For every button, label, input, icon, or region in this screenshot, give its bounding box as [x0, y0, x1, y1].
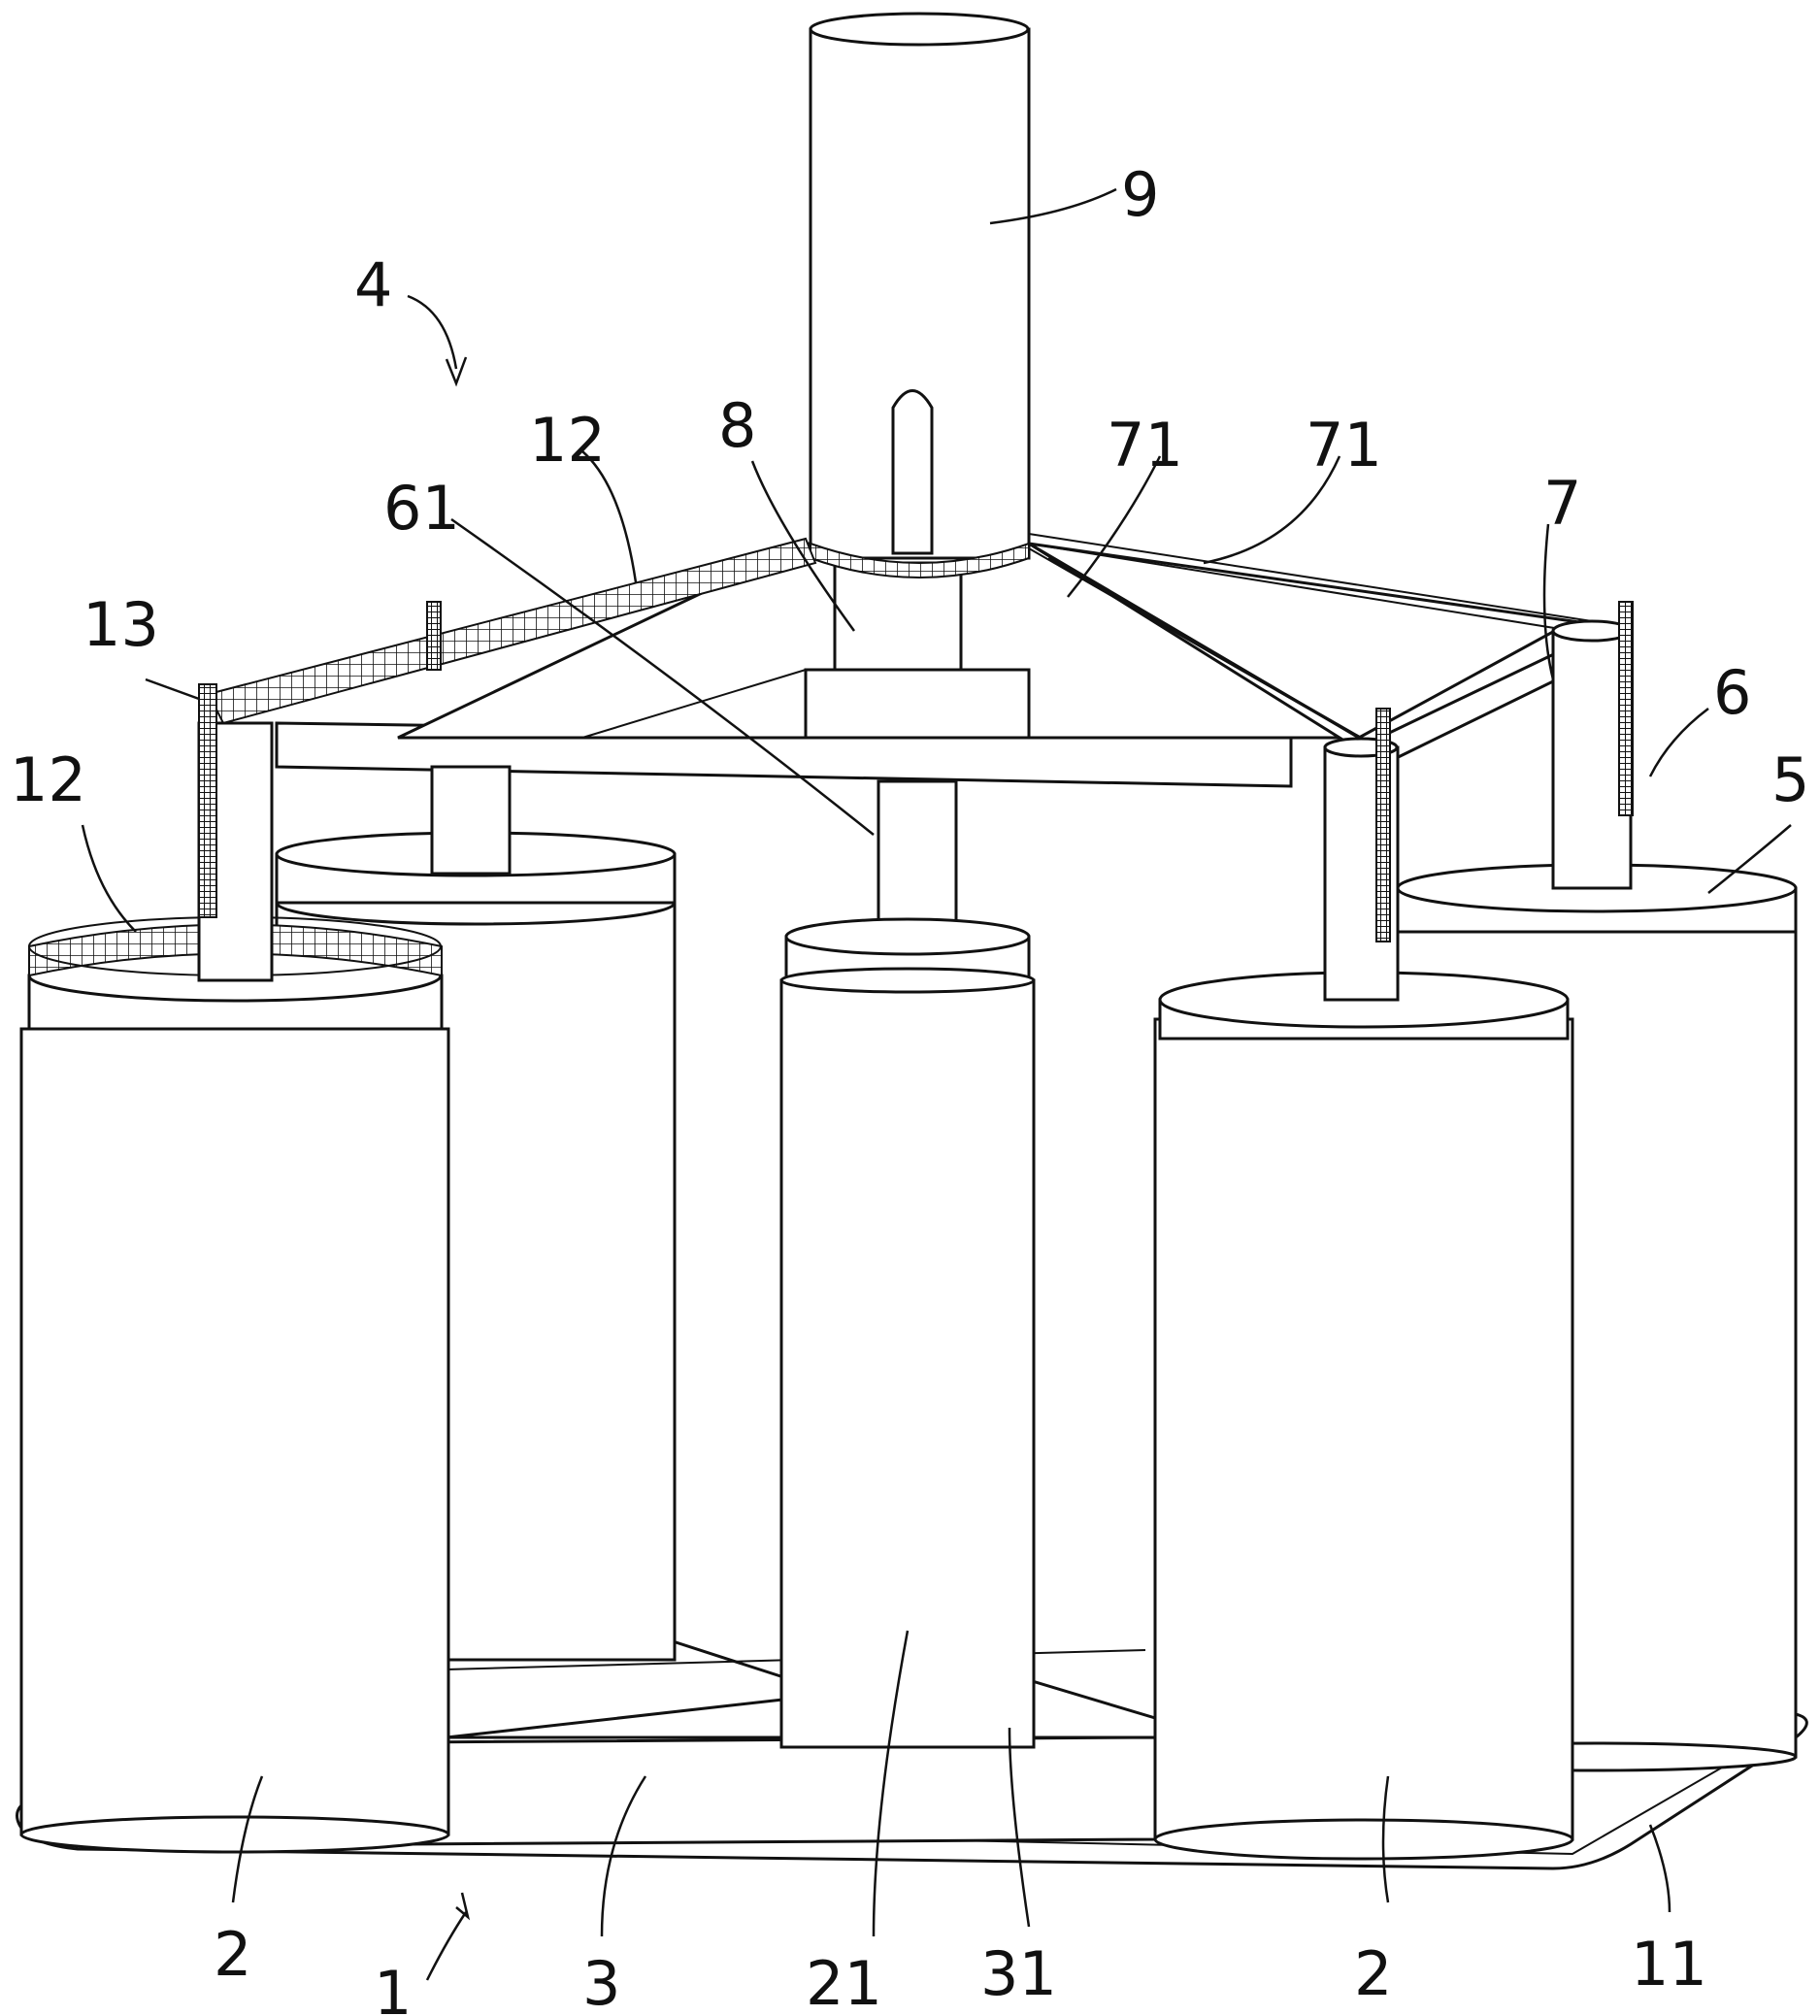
label-1: 1 — [374, 1958, 412, 2016]
label-71-left: 71 — [1107, 410, 1183, 480]
deck-truss — [275, 533, 1600, 788]
label-6: 6 — [1713, 657, 1751, 728]
label-5: 5 — [1771, 744, 1809, 815]
label-13: 13 — [83, 589, 159, 660]
label-11: 11 — [1631, 1929, 1707, 1999]
label-4: 4 — [354, 249, 392, 320]
mesh-walkway — [207, 537, 817, 725]
column-front-right — [1153, 708, 1574, 1861]
struts — [430, 619, 1633, 934]
rail-right — [1618, 601, 1634, 816]
label-3: 3 — [582, 1948, 620, 2016]
column-front-left — [19, 683, 450, 1854]
label-2-right: 2 — [1354, 1938, 1392, 2009]
reference-numerals: 9 4 12 8 61 71 71 7 6 5 13 12 2 1 3 21 3… — [10, 159, 1809, 2016]
label-9: 9 — [1121, 159, 1159, 230]
leader-lines — [81, 187, 1792, 1981]
label-8: 8 — [718, 390, 756, 461]
label-61: 61 — [383, 473, 460, 544]
label-7: 7 — [1543, 468, 1581, 539]
label-31: 31 — [980, 1938, 1057, 2009]
label-71-right: 71 — [1306, 410, 1382, 480]
label-12-top: 12 — [529, 405, 606, 476]
tower — [809, 12, 1031, 578]
column-center — [779, 917, 1036, 1749]
label-2-left: 2 — [214, 1919, 251, 1990]
label-12-left: 12 — [10, 744, 86, 815]
label-21: 21 — [806, 1948, 882, 2016]
